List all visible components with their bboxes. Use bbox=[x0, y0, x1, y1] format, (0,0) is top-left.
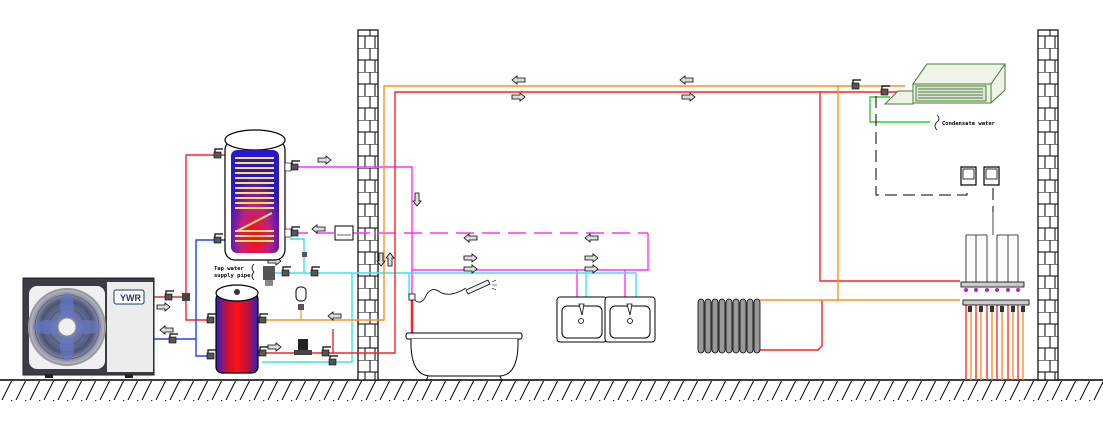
fan-coil-unit bbox=[883, 63, 1006, 105]
brand-logo bbox=[113, 289, 145, 305]
arrow-cold-1 bbox=[463, 264, 478, 274]
pipes bbox=[150, 85, 1024, 380]
pipe-heating-return bbox=[262, 85, 905, 321]
wall-right bbox=[1037, 29, 1059, 381]
pipe-hp-return-buffer bbox=[195, 339, 210, 357]
arrow-recirc-1 bbox=[463, 233, 478, 243]
control-wire bbox=[875, 96, 968, 196]
wall-left bbox=[357, 29, 379, 381]
pipe-condensate bbox=[869, 96, 930, 123]
arrow-recirc-in bbox=[311, 224, 326, 234]
shower-head bbox=[408, 279, 497, 303]
mixing-valve-box bbox=[334, 225, 354, 241]
arrow-wall-up bbox=[385, 252, 395, 267]
arrow-top-flow-2 bbox=[681, 92, 696, 102]
pressure-reducer bbox=[263, 266, 275, 286]
arrow-buffer bbox=[267, 342, 282, 352]
arrow-hp-in bbox=[159, 325, 174, 335]
circulation-pump bbox=[294, 339, 312, 355]
floor-loops bbox=[965, 304, 1024, 380]
arrow-top-ret-2 bbox=[679, 75, 694, 85]
svg-text:Tap water: Tap water bbox=[214, 266, 244, 272]
pipe-cold-tank bbox=[290, 238, 305, 273]
thermostat-controllers bbox=[960, 166, 1000, 186]
heat-coil bbox=[235, 157, 274, 242]
buffer-tank bbox=[215, 284, 259, 374]
sensor bbox=[302, 252, 307, 257]
pipe-cold-down bbox=[262, 273, 353, 363]
arrow-hot-out bbox=[317, 155, 332, 165]
ground bbox=[0, 379, 1103, 401]
expansion-vessel bbox=[295, 286, 307, 320]
radiator bbox=[697, 298, 761, 354]
condensate-label: Condensate water bbox=[934, 114, 996, 131]
pipe-heating-flow bbox=[262, 91, 960, 354]
arrow-hot-2 bbox=[584, 253, 599, 263]
valves bbox=[164, 79, 891, 366]
arrow-hot-down bbox=[412, 192, 422, 207]
floor-heating-manifold bbox=[960, 212, 1030, 312]
double-sink bbox=[556, 296, 656, 343]
heat-pump-outdoor-unit: YWR bbox=[22, 277, 155, 378]
tap-water-label: Tap water supply pipe bbox=[214, 263, 255, 281]
arrow-orange bbox=[327, 311, 342, 321]
svg-text:supply pipe: supply pipe bbox=[214, 273, 251, 279]
brand-logo-text: YWR bbox=[120, 293, 141, 303]
arrow-hot-1 bbox=[463, 253, 478, 263]
arrow-recirc-2 bbox=[584, 233, 599, 243]
bathtub bbox=[405, 332, 523, 382]
pipe-hp-flow-buffer bbox=[185, 297, 210, 321]
dhw-tank bbox=[224, 129, 292, 261]
pipe-radiator-flow bbox=[760, 300, 823, 351]
pipe-return-manifold bbox=[837, 86, 960, 301]
arrow-top-flow-1 bbox=[511, 92, 526, 102]
arrow-top-ret-1 bbox=[511, 75, 526, 85]
pipe-hot-water bbox=[290, 166, 649, 271]
pipe-hp-return bbox=[150, 239, 225, 340]
svg-text:Condensate water: Condensate water bbox=[942, 121, 996, 127]
arrow-cold-2 bbox=[584, 264, 599, 274]
arrow-hp-out bbox=[156, 302, 171, 312]
